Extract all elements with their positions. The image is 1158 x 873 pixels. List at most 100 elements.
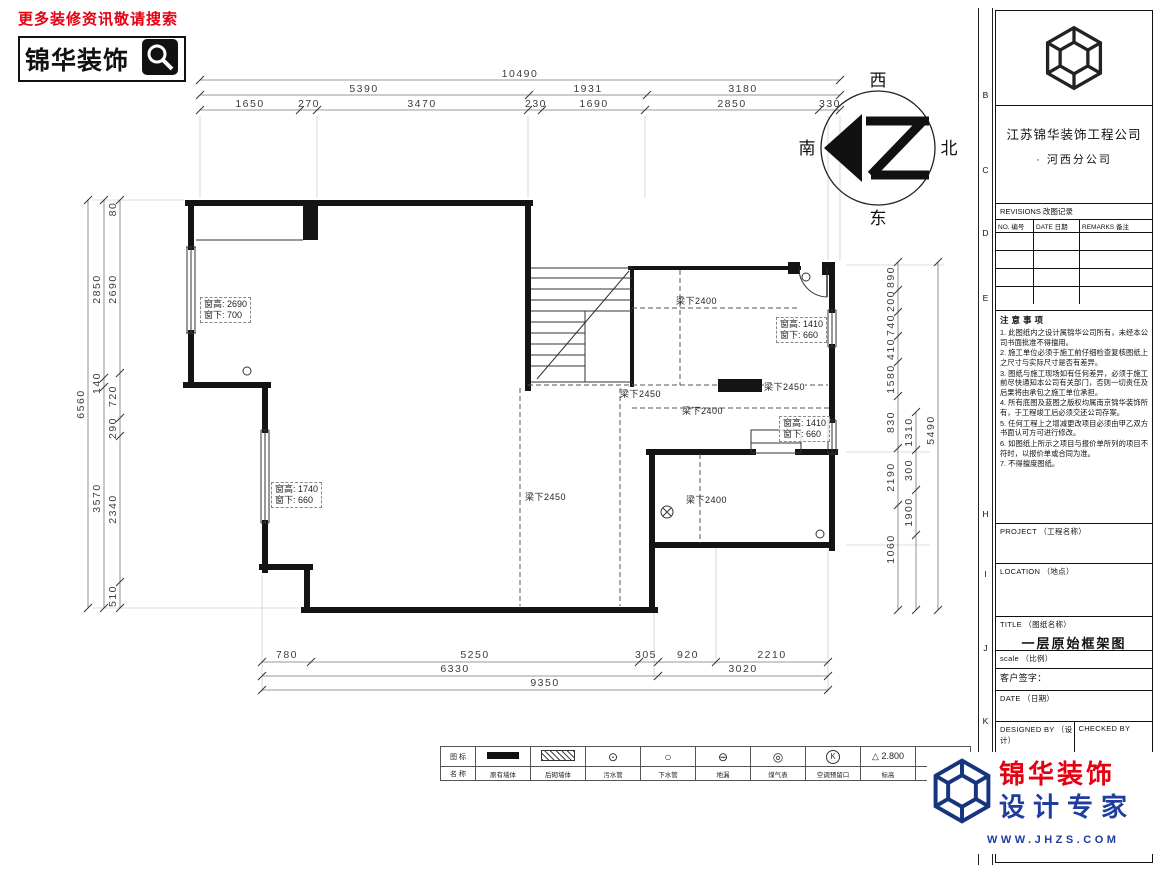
dim-label: 300 (903, 459, 915, 481)
revisions-header: NO. 编号 DATE 日期 REMARKS 备注 (996, 220, 1152, 233)
title-block: 江苏锦华装饰工程公司 · 河西分公司 REVISIONS 改图记录 NO. 编号… (995, 10, 1153, 863)
dim-label: 1060 (885, 534, 897, 563)
note-item: 1. 此图纸内之设计属锦华公司所有，未经本公司书面批准不得擅用。 (1000, 328, 1148, 347)
legend-header-symbol: 图 标 (440, 746, 476, 767)
window-note: 窗高: 2690 窗下: 700 (200, 297, 252, 323)
dim-label: 720 (107, 385, 119, 407)
company-logo-icon (1045, 25, 1103, 91)
frame-line (978, 8, 979, 865)
legend-label: 污水管 (585, 766, 641, 781)
revisions-title: REVISIONS 改图记录 (996, 204, 1152, 220)
compass-arrow (824, 114, 862, 182)
search-hint-text: 更多装修资讯敬请搜索 (18, 11, 179, 28)
window-note: 窗高: 1740 窗下: 660 (271, 482, 323, 508)
revisions-row (996, 287, 1152, 304)
dimension-lines (87, 79, 939, 691)
scale-label: scale （比例） (1000, 654, 1053, 663)
window-sill: 窗下: 660 (275, 495, 314, 505)
revisions-row (996, 233, 1152, 251)
compass-north-label: 北 (941, 139, 958, 158)
legend-symbol-existing-wall (487, 752, 519, 759)
door-and-fixtures (196, 239, 828, 539)
dim-label: 230 (525, 98, 547, 110)
dim-label: 5490 (925, 415, 937, 444)
beam-label: 梁下2400 (686, 495, 728, 505)
dim-label: 9350 (530, 677, 559, 689)
note-item: 3. 图纸与施工现场如有任何差异，必须于施工前尽快通知本公司有关部门，否则一切责… (1000, 368, 1148, 397)
dim-label: 2190 (885, 462, 897, 491)
dim-label: 510 (107, 585, 119, 607)
dim-label: 140 (91, 372, 103, 394)
compass-south-label: 南 (799, 139, 816, 158)
frame-letter: C (982, 165, 989, 175)
dim-label: 1650 (235, 98, 264, 110)
beam-label: 梁下2450 (525, 492, 567, 502)
beam-label: 梁下2450 (764, 380, 806, 393)
dim-label: 2340 (107, 494, 119, 523)
title-section: TITLE （图纸名称） 一层原始框架图 (996, 617, 1152, 651)
dim-label: 305 (635, 649, 657, 661)
dim-label: 920 (677, 649, 699, 661)
columns (303, 200, 835, 392)
designed-by-label: DESIGNED BY （设计） (1000, 725, 1073, 745)
dim-label: 10490 (502, 68, 539, 80)
search-icon (141, 38, 179, 81)
dim-label: 270 (298, 98, 320, 110)
legend-label: 空调预留口 (805, 766, 861, 781)
legend-label: 地漏 (695, 766, 751, 781)
company-logo-cell (996, 11, 1152, 106)
legend-symbol-ac-outlet: K (826, 749, 840, 764)
legend-symbol-sewage-pipe: ⊙ (607, 749, 619, 764)
date-section: DATE （日期） (996, 691, 1152, 722)
window-height: 窗高: 2690 (204, 299, 248, 309)
frame-letter: H (982, 509, 989, 519)
corner-brand-name: 锦华装饰 (999, 759, 1116, 789)
legend-symbol-drain-pipe: ○ (664, 749, 672, 764)
notes-title: 注意事项 (1000, 315, 1047, 325)
dim-label: 290 (107, 417, 119, 439)
revisions-row (996, 269, 1152, 287)
dim-label: 1310 (903, 417, 915, 446)
window-height: 窗高: 1410 (780, 319, 824, 329)
dim-label: 2690 (107, 274, 119, 303)
legend-symbol-new-wall (541, 750, 575, 761)
note-item: 2. 施工单位必须于施工前仔细检查复核图纸上之尺寸与实际尺寸是否有差异。 (1000, 348, 1148, 367)
dim-label: 2210 (757, 649, 786, 661)
floor-plan-canvas: 10490 5390 1931 3180 1650 270 3470 230 1… (75, 68, 958, 695)
frame-letter: D (982, 228, 989, 238)
dim-label: 5250 (460, 649, 489, 661)
legend-elevation-value: 2.800 (881, 751, 904, 761)
legend-symbol-elevation: △ (872, 751, 882, 761)
brand-name: 锦华装饰 (25, 47, 130, 75)
frame-letter: B (982, 90, 989, 100)
dim-label: 2850 (91, 274, 103, 303)
window-symbols (186, 246, 837, 524)
frame-letter: I (984, 569, 987, 579)
scale-section: scale （比例） (996, 651, 1152, 669)
legend-label: 原有墙体 (475, 766, 531, 781)
legend-symbol-gas-meter: ◎ (772, 749, 784, 764)
dimension-labels: 10490 5390 1931 3180 1650 270 3470 230 1… (75, 68, 937, 689)
window-height: 窗高: 1740 (275, 484, 319, 494)
dim-label: 1900 (903, 497, 915, 526)
dim-label: 5390 (349, 83, 378, 95)
note-item: 7. 不得擅度图纸。 (1000, 459, 1060, 469)
compass: 西 南 北 东 (799, 71, 958, 228)
window-height: 窗高: 1410 (783, 418, 827, 428)
compass-east-label: 东 (870, 209, 887, 228)
dim-label: 830 (885, 411, 897, 433)
dim-label: 6330 (440, 663, 469, 675)
dim-label: 1690 (579, 98, 608, 110)
frame-letter: E (982, 293, 989, 303)
dim-label: 2850 (717, 98, 746, 110)
corner-brand-url: WWW.JHZS.COM (987, 834, 1120, 846)
legend-header-name: 名 称 (440, 766, 476, 781)
notes-section: 注意事项 1. 此图纸内之设计属锦华公司所有，未经本公司书面批准不得擅用。 2.… (996, 311, 1152, 524)
note-item: 4. 所有底图及蓝图之版权均属南京锦华装饰所有，于工程竣工后必须交还公司存案。 (1000, 398, 1148, 417)
beam-label: 梁下2400 (676, 296, 718, 306)
checked-by-label: CHECKED BY (1078, 724, 1131, 733)
legend-label: 煤气表 (750, 766, 806, 781)
dim-label: 890 (885, 266, 897, 288)
dim-label: 1931 (573, 83, 602, 95)
